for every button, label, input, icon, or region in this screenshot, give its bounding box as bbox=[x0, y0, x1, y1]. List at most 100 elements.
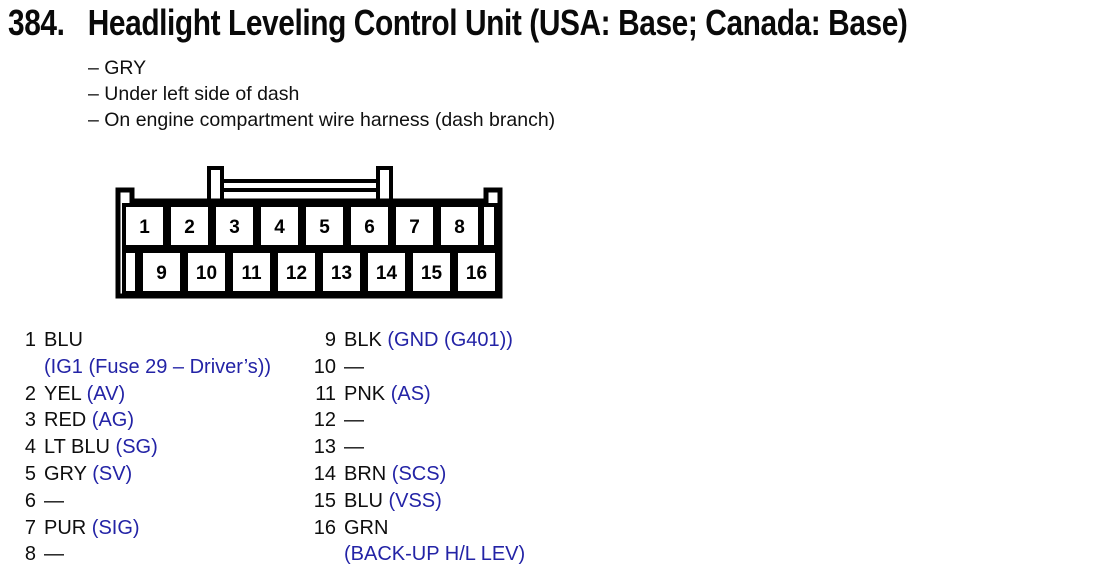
pin-cavity-label: 11 bbox=[241, 263, 262, 284]
pin-cavity-label: 14 bbox=[376, 263, 398, 284]
pin-number: 3 bbox=[24, 409, 36, 432]
pin-row: (BACK-UP H/L LEV) bbox=[305, 541, 525, 568]
pin-cavity-label: 5 bbox=[319, 217, 330, 238]
pin-cavity-1 bbox=[122, 203, 167, 249]
pin-number: 13 bbox=[313, 436, 336, 459]
wire-color: BRN bbox=[344, 462, 387, 485]
wire-color: — bbox=[344, 436, 364, 459]
pin-cavity-8 bbox=[437, 203, 482, 249]
signal-name: (AG) bbox=[91, 409, 135, 432]
pin-cavity-10 bbox=[184, 249, 229, 295]
pin-cavity-label: 7 bbox=[409, 217, 420, 238]
wire-color: — bbox=[344, 409, 364, 432]
pin-cavity-6 bbox=[347, 203, 392, 249]
signal-name: (GND (G401)) bbox=[387, 329, 513, 351]
wire-color: YEL bbox=[44, 382, 82, 405]
section-title: Headlight Leveling Control Unit (USA: Ba… bbox=[87, 2, 908, 43]
pin-number: 1 bbox=[24, 329, 36, 351]
wire-color: — bbox=[44, 489, 64, 512]
pin-row: 8— bbox=[5, 541, 271, 568]
wire-color: RED bbox=[44, 409, 87, 432]
signal-name: (SCS) bbox=[391, 462, 447, 485]
pin-cavity-11 bbox=[229, 249, 274, 295]
wire-color: LT BLU bbox=[44, 436, 110, 459]
pin-row: 10 — bbox=[305, 354, 525, 381]
pin-cavity-3 bbox=[212, 203, 257, 249]
pin-row: (IG1 (Fuse 29 – Driver’s)) bbox=[5, 354, 271, 381]
latch-bar bbox=[215, 179, 385, 192]
signal-name: (AV) bbox=[86, 382, 126, 405]
pin-row: 14 BRN (SCS) bbox=[305, 461, 525, 488]
pin-number: 16 bbox=[313, 516, 336, 539]
wire-color: GRN bbox=[344, 516, 389, 539]
pin-number: 9 bbox=[324, 329, 336, 351]
pin-cavity-4 bbox=[257, 203, 302, 249]
pin-number: 2 bbox=[24, 382, 36, 405]
pin-cavity-label: 16 bbox=[466, 263, 487, 284]
signal-name: (IG1 (Fuse 29 – Driver’s)) bbox=[44, 355, 272, 378]
pin-row: 12 — bbox=[305, 407, 525, 434]
pin-cavity-5 bbox=[302, 203, 347, 249]
wire-color: PNK bbox=[344, 382, 386, 405]
pin-cavity-label: 9 bbox=[156, 263, 167, 284]
pin-cavity-label: 2 bbox=[184, 217, 195, 238]
blank-cavity bbox=[480, 203, 498, 249]
note-line: – Under left side of dash bbox=[88, 83, 300, 105]
location-notes: – GRY– Under left side of dash– On engin… bbox=[88, 55, 555, 133]
pin-row: 2 YEL (AV) bbox=[5, 381, 271, 408]
pin-cavity-label: 1 bbox=[139, 217, 150, 238]
pin-row: 13 — bbox=[305, 434, 525, 461]
pin-cavity-label: 13 bbox=[331, 263, 352, 284]
wire-color: PUR bbox=[44, 516, 87, 539]
pin-cavity-label: 12 bbox=[286, 263, 307, 284]
pin-row: 16 GRN bbox=[305, 515, 525, 542]
wire-color: BLU bbox=[344, 489, 383, 512]
section-number: 384. bbox=[8, 2, 65, 43]
pin-row: 15 BLU (VSS) bbox=[305, 488, 525, 515]
signal-name: (SV) bbox=[92, 462, 133, 485]
pin-cavity-12 bbox=[274, 249, 319, 295]
pin-row: 9 BLK (GND (G401)) bbox=[305, 327, 525, 354]
pin-cavity-label: 3 bbox=[229, 217, 240, 238]
wire-color: — bbox=[44, 543, 64, 566]
note-line: – On engine compartment wire harness (da… bbox=[88, 109, 556, 131]
signal-name: (AS) bbox=[390, 382, 431, 405]
pin-number: 10 bbox=[313, 355, 336, 378]
pin-cavity-16 bbox=[454, 249, 499, 295]
pin-cavity-label: 8 bbox=[454, 217, 465, 238]
pin-row: 3 RED (AG) bbox=[5, 407, 271, 434]
pin-number: 8 bbox=[24, 543, 36, 566]
pin-cavity-label: 15 bbox=[421, 263, 443, 284]
pin-number: 15 bbox=[313, 489, 336, 512]
signal-name: (SG) bbox=[115, 436, 158, 459]
pin-cavity-label: 6 bbox=[364, 217, 375, 238]
pin-cavity-2 bbox=[167, 203, 212, 249]
pin-row: 5 GRY (SV) bbox=[5, 461, 271, 488]
pin-number: 6 bbox=[24, 489, 36, 512]
blank-cavity bbox=[122, 249, 139, 295]
signal-name: (BACK-UP H/L LEV) bbox=[344, 543, 526, 566]
pin-number: 12 bbox=[313, 409, 336, 432]
pin-cavity-label: 4 bbox=[274, 217, 285, 238]
pin-number: 14 bbox=[313, 462, 336, 485]
pin-number: 4 bbox=[24, 436, 36, 459]
pin-row: 4 LT BLU (SG) bbox=[5, 434, 271, 461]
pin-number: 5 bbox=[24, 462, 36, 485]
wire-color: GRY bbox=[44, 462, 87, 485]
pin-cavity-9 bbox=[139, 249, 184, 295]
wire-color: — bbox=[344, 355, 364, 378]
signal-name: (SIG) bbox=[91, 516, 140, 539]
wire-color: BLK bbox=[344, 329, 382, 351]
signal-name: (VSS) bbox=[388, 489, 442, 512]
pin-number: 11 bbox=[315, 382, 336, 405]
pin-cavity-7 bbox=[392, 203, 437, 249]
pin-cavity-label: 10 bbox=[196, 263, 217, 284]
pin-row: 7 PUR (SIG) bbox=[5, 515, 271, 542]
pin-number: 7 bbox=[24, 516, 36, 539]
